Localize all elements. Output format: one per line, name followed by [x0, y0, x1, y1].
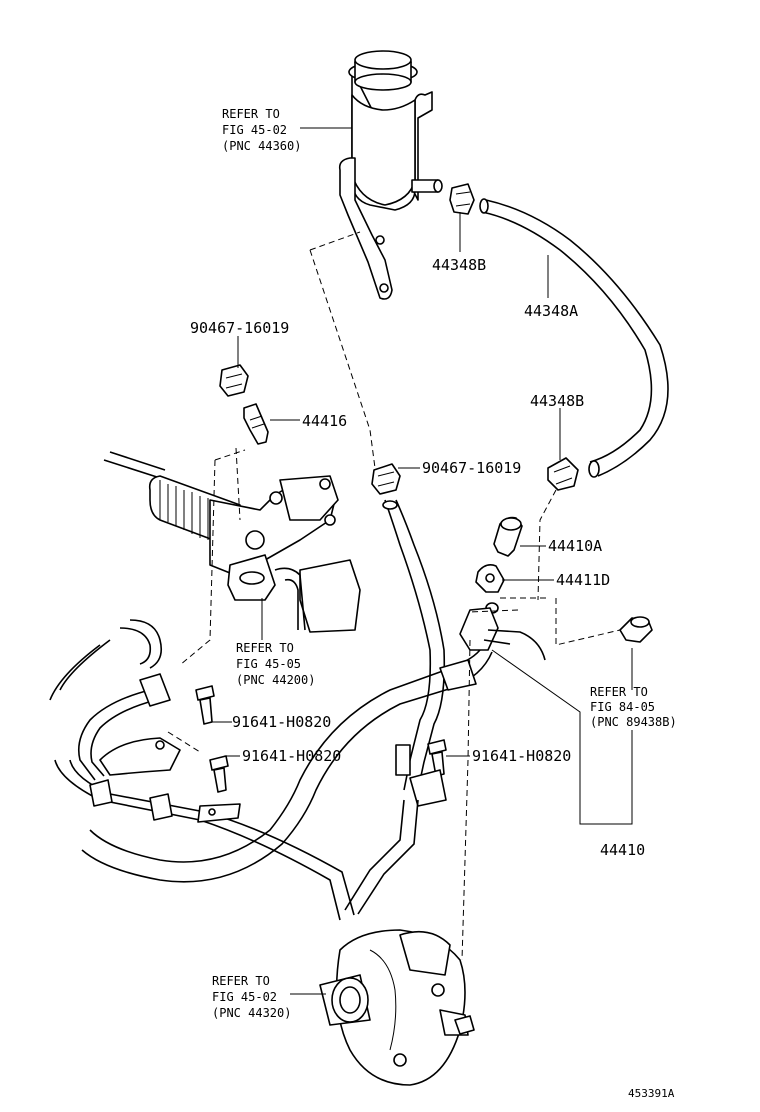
- label-91641-b[interactable]: 91641-H0820: [242, 747, 341, 765]
- steering-gear[interactable]: [103, 451, 361, 633]
- hose-clip-middle[interactable]: [371, 463, 401, 495]
- ref-gear-line2: FIG 45-05: [236, 657, 301, 671]
- ref-gear-line1: REFER TO: [236, 641, 294, 655]
- label-44348B-top[interactable]: 44348B: [432, 256, 486, 274]
- union-fitting[interactable]: [243, 403, 269, 445]
- reservoir-tank[interactable]: [338, 50, 443, 300]
- dashed-lines: [167, 231, 621, 961]
- hose-bracket[interactable]: [344, 769, 447, 915]
- label-44411D[interactable]: 44411D: [556, 571, 610, 589]
- leader-lines: [210, 127, 633, 995]
- label-90467-left[interactable]: 90467-16019: [190, 319, 289, 337]
- pressure-pipe[interactable]: [49, 619, 355, 921]
- ref-pump-line3: (PNC 44320): [212, 1006, 291, 1020]
- label-91641-c[interactable]: 91641-H0820: [472, 747, 571, 765]
- label-44348A[interactable]: 44348A: [524, 302, 578, 320]
- ref-gear-line3: (PNC 44200): [236, 673, 315, 687]
- label-91641-a[interactable]: 91641-H0820: [232, 713, 331, 731]
- flange-bolt-b[interactable]: [209, 755, 229, 793]
- ref-reservoir-line3: (PNC 44360): [222, 139, 301, 153]
- label-44410[interactable]: 44410: [600, 841, 645, 859]
- power-steering-pump[interactable]: [319, 929, 475, 1086]
- ref-pump-line2: FIG 45-02: [212, 990, 277, 1004]
- label-44348B-right[interactable]: 44348B: [530, 392, 584, 410]
- ref-reservoir-line1: REFER TO: [222, 107, 280, 121]
- suction-hose[interactable]: [382, 499, 446, 791]
- ref-reservoir-line2: FIG 45-02: [222, 123, 287, 137]
- diagram-code: 453391A: [628, 1087, 675, 1100]
- label-44416[interactable]: 44416: [302, 412, 347, 430]
- flange-bolt-a[interactable]: [195, 685, 215, 725]
- union-bolt[interactable]: [493, 516, 523, 557]
- ref-pump-line1: REFER TO: [212, 974, 270, 988]
- return-hose[interactable]: [479, 198, 669, 478]
- pressure-switch[interactable]: [619, 616, 653, 643]
- pressure-feed-hose[interactable]: [81, 607, 546, 883]
- ref-switch-line2: FIG 84-05: [590, 700, 655, 714]
- hose-clip-left[interactable]: [219, 364, 249, 397]
- label-90467-middle[interactable]: 90467-16019: [422, 459, 521, 477]
- gasket[interactable]: [475, 564, 505, 614]
- label-44410A[interactable]: 44410A: [548, 537, 602, 555]
- flange-bolt-c[interactable]: [427, 739, 447, 777]
- hose-clamp-top[interactable]: [449, 183, 475, 215]
- hose-clamp-right[interactable]: [547, 457, 579, 491]
- ref-switch-line1: REFER TO: [590, 685, 648, 699]
- ref-switch-line3: (PNC 89438B): [590, 715, 677, 729]
